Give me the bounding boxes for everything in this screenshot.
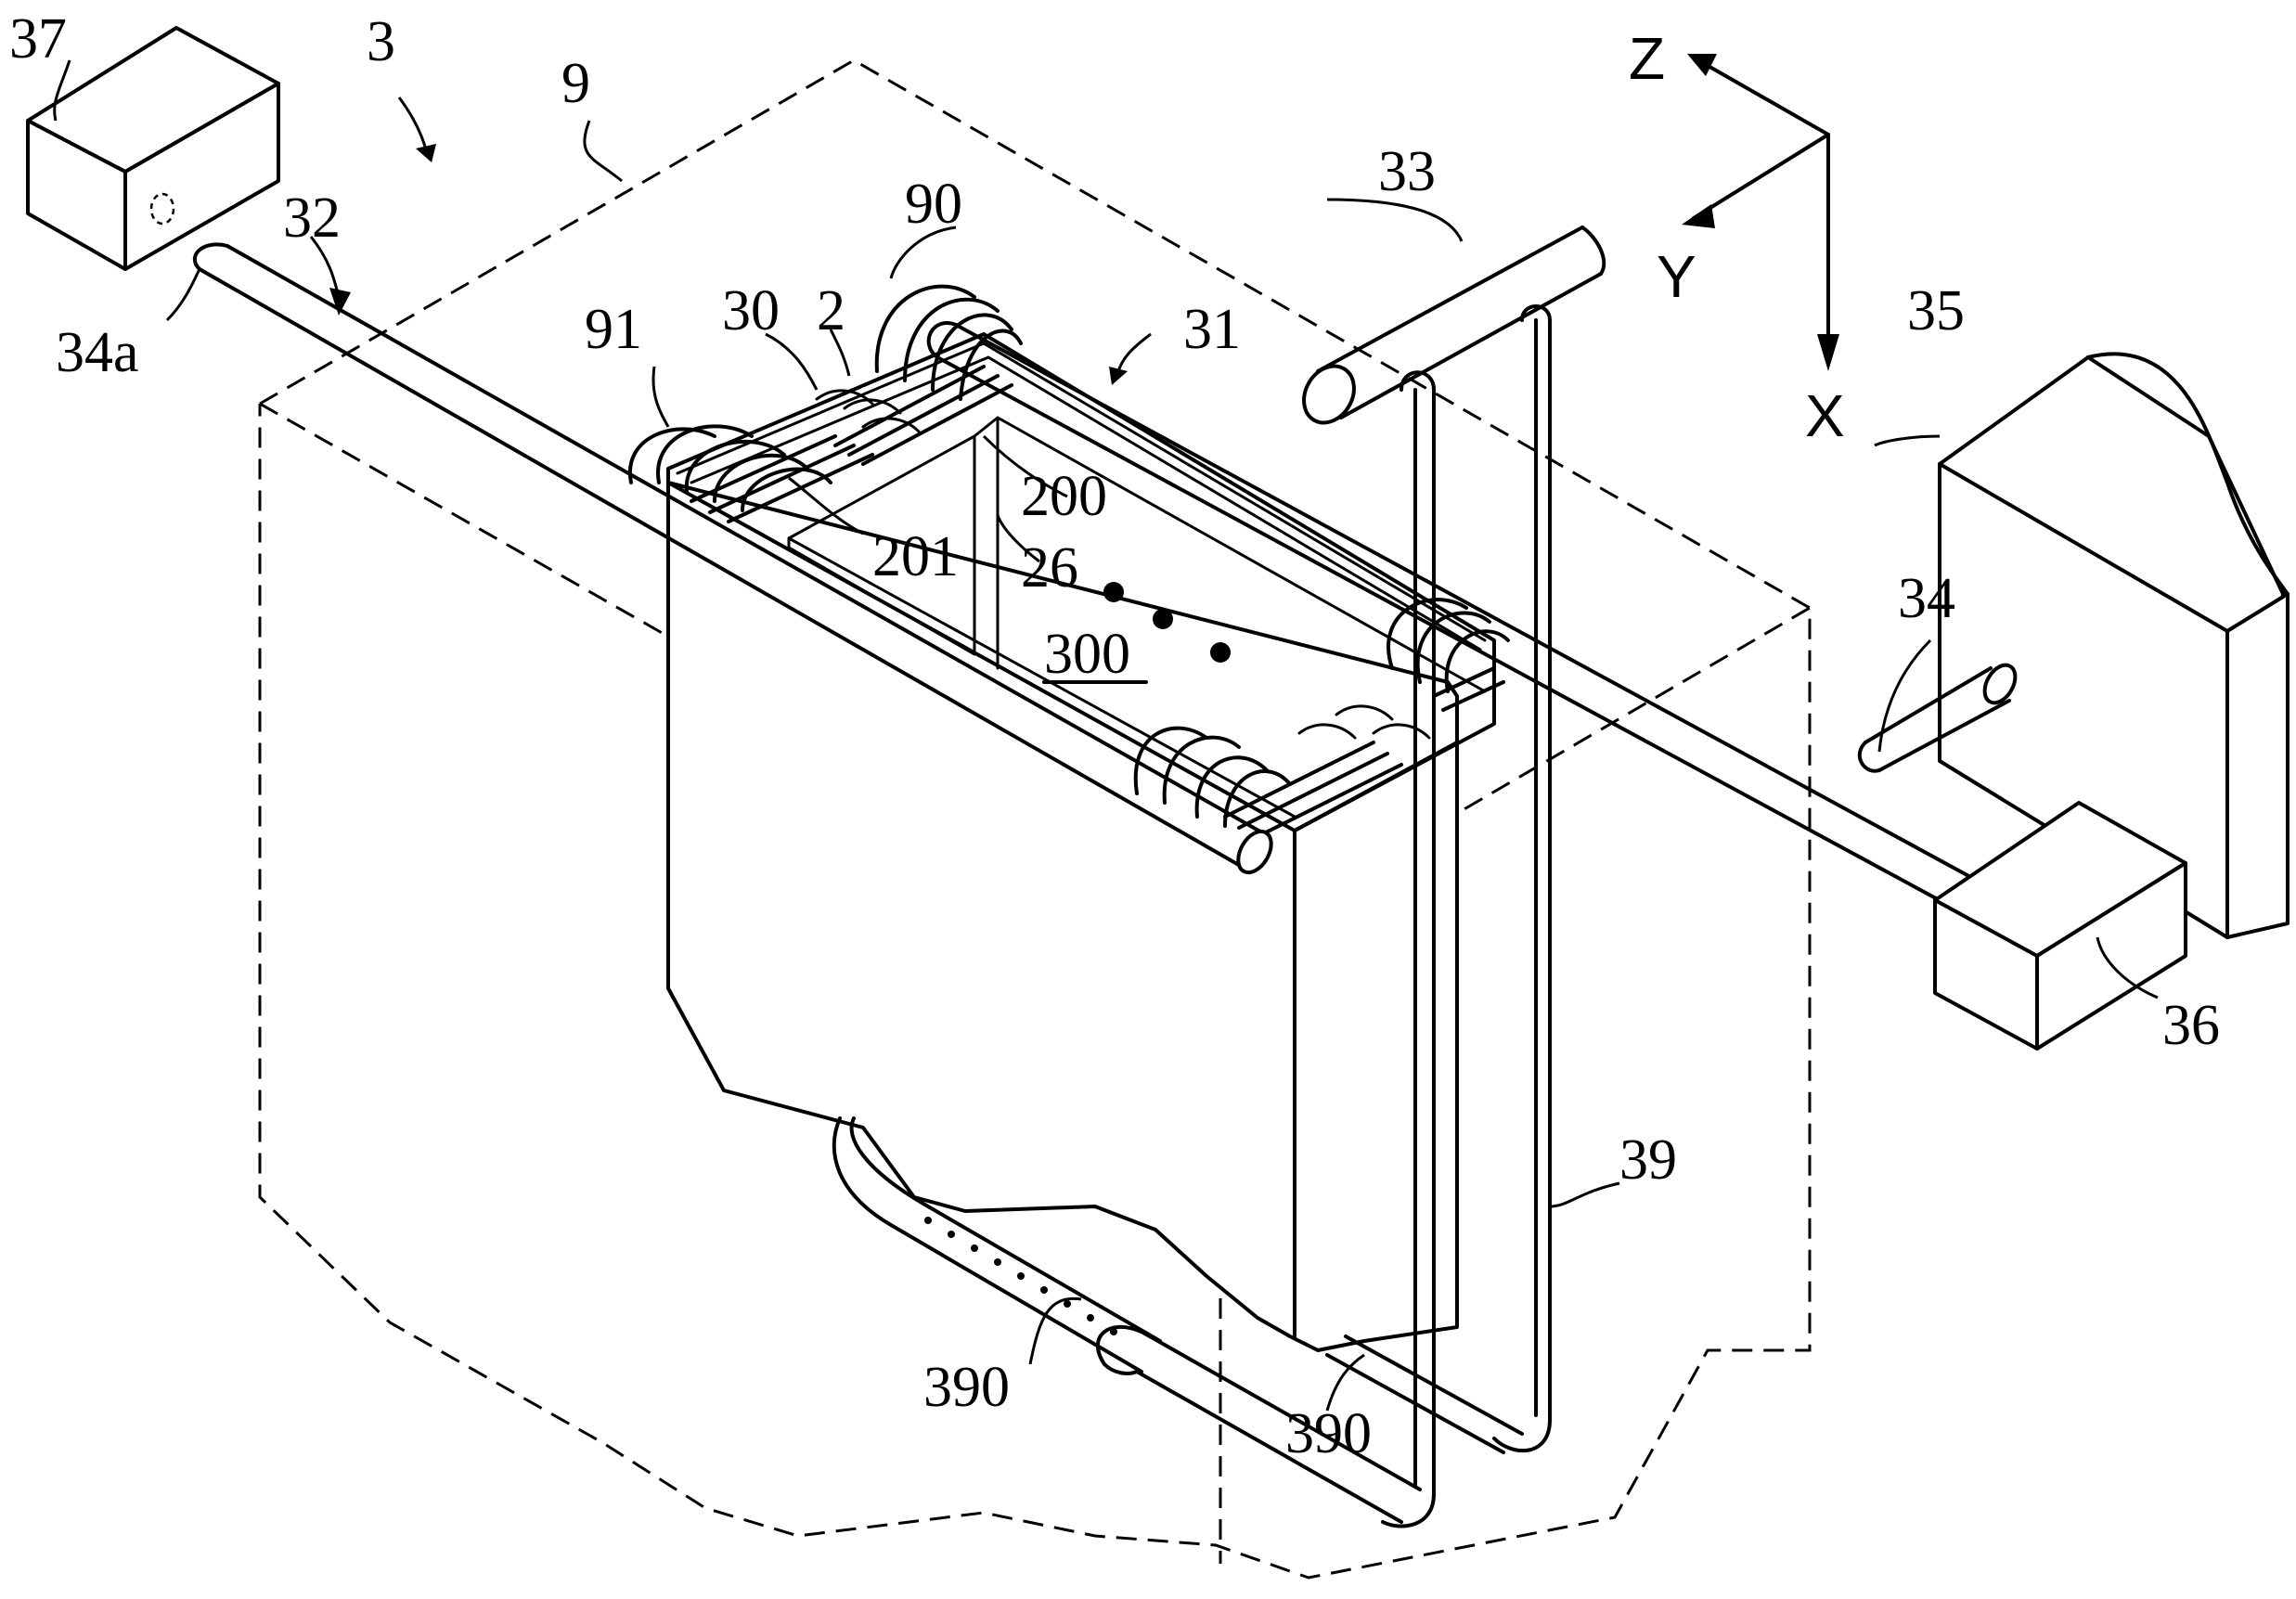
label-390-right: 390 xyxy=(1285,1402,1372,1465)
particles-300 xyxy=(1103,582,1231,663)
label-33: 33 xyxy=(1378,140,1436,203)
label-91: 91 xyxy=(585,298,642,361)
nozzles-390 xyxy=(924,1217,1117,1335)
axis-label-y: Y xyxy=(1657,243,1696,310)
label-90: 90 xyxy=(905,173,962,236)
box-36 xyxy=(1933,801,2187,1051)
label-39: 39 xyxy=(1619,1128,1677,1192)
motor-35 xyxy=(1938,352,2290,939)
axis-labels: Z Y X xyxy=(1629,25,1845,449)
label-37: 37 xyxy=(9,7,67,71)
label-201: 201 xyxy=(872,525,959,588)
axis-indicator xyxy=(1682,54,1839,371)
label-300: 300 xyxy=(1044,623,1130,686)
label-3: 3 xyxy=(367,10,395,73)
label-2: 2 xyxy=(817,279,845,342)
leader-lines xyxy=(53,59,2159,1412)
label-36: 36 xyxy=(2162,994,2220,1057)
axis-label-x: X xyxy=(1805,382,1845,449)
tank-body xyxy=(666,332,1496,1352)
box-37 xyxy=(26,26,280,271)
rod-32 xyxy=(192,242,1273,875)
label-30: 30 xyxy=(722,279,780,342)
label-26: 26 xyxy=(1021,536,1078,600)
label-34: 34 xyxy=(1898,567,1955,630)
label-200: 200 xyxy=(1021,465,1107,528)
coils-91 xyxy=(627,424,874,523)
coils-right xyxy=(1387,598,1510,712)
shaft-34 xyxy=(1857,663,2018,773)
label-31: 31 xyxy=(1183,298,1241,361)
label-35: 35 xyxy=(1907,279,1965,342)
label-34a: 34a xyxy=(56,321,139,384)
label-9: 9 xyxy=(561,52,590,115)
label-390-left: 390 xyxy=(923,1356,1010,1419)
coils-front xyxy=(1133,704,1431,841)
coils-90 xyxy=(815,284,1023,466)
rod-33 xyxy=(1302,226,1606,425)
axis-label-z: Z xyxy=(1629,25,1665,92)
label-32: 32 xyxy=(283,187,341,250)
pipe-39 xyxy=(832,304,1552,1528)
reference-labels: 37 3 9 32 34a 90 91 30 2 31 33 200 201 2… xyxy=(9,7,2220,1465)
